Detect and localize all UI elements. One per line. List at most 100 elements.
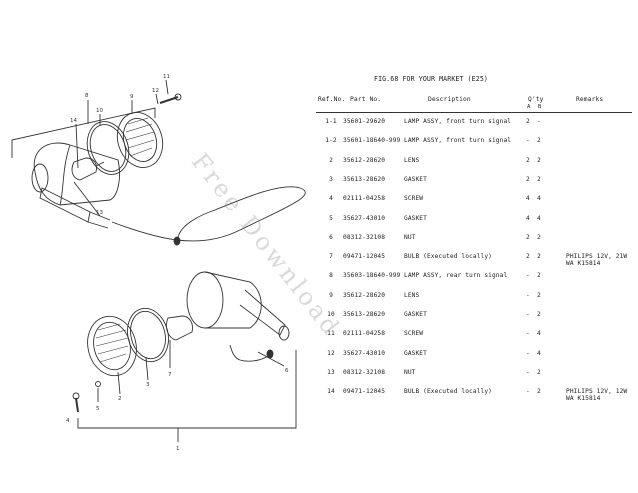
description-cell: LAMP ASSY, front turn signal bbox=[404, 137, 512, 145]
part-no-cell: 35612-28620 bbox=[343, 291, 386, 299]
description-cell: BULB (Executed locally) bbox=[404, 388, 492, 396]
description-cell: NUT bbox=[404, 233, 416, 241]
remarks-line-2: WA K15814 bbox=[566, 260, 601, 268]
ref-no-cell: 11 bbox=[327, 330, 335, 338]
callout-11: 11 bbox=[163, 74, 170, 80]
ref-no-cell: 6 bbox=[329, 233, 333, 241]
qty-b-cell: 2 bbox=[537, 156, 541, 164]
qty-b-cell: 2 bbox=[537, 233, 541, 241]
qty-a-cell: - bbox=[526, 137, 530, 145]
ref-no-cell: 9 bbox=[329, 291, 333, 299]
part-no-cell: 09471-12045 bbox=[343, 253, 386, 261]
callout-8-bracket bbox=[11, 107, 156, 158]
description-cell: LAMP ASSY, rear turn signal bbox=[404, 272, 508, 280]
callout-3: 3 bbox=[146, 382, 150, 388]
ref-no-cell: 12 bbox=[327, 349, 335, 357]
qty-a-cell: 2 bbox=[526, 175, 530, 183]
callout-1: 1 bbox=[176, 446, 180, 452]
top-wire bbox=[111, 186, 306, 242]
qty-a-cell: 2 bbox=[526, 253, 530, 261]
part-no-cell: 02111-04258 bbox=[343, 195, 386, 203]
description-cell: LENS bbox=[404, 291, 420, 299]
qty-b-cell: 2 bbox=[537, 311, 541, 318]
part-no-cell: 35613-28620 bbox=[343, 311, 386, 318]
bottom-lens bbox=[87, 315, 137, 377]
qty-a-cell: 2 bbox=[526, 233, 530, 241]
qty-a-cell: - bbox=[526, 388, 530, 396]
description-cell: GASKET bbox=[404, 214, 427, 222]
ref-no-cell: 2 bbox=[329, 156, 333, 164]
qty-b-cell: 2 bbox=[537, 175, 541, 183]
top-housing bbox=[33, 142, 121, 206]
part-no-cell: 08312-32108 bbox=[343, 368, 386, 376]
qty-a-cell: - bbox=[526, 368, 530, 376]
qty-b-cell: 2 bbox=[537, 388, 541, 396]
table-row: 1-1 35601-29620 LAMP ASSY, front turn sign… bbox=[316, 118, 632, 130]
qty-b-cell: 2 bbox=[537, 253, 541, 261]
callout-9: 9 bbox=[130, 94, 134, 100]
description-cell: SCREW bbox=[404, 195, 424, 203]
description-cell: LAMP ASSY, front turn signal bbox=[404, 118, 512, 125]
bottom-wire bbox=[229, 344, 269, 362]
ref-no-cell: 4 bbox=[329, 195, 333, 203]
qty-a-cell: 2 bbox=[526, 156, 530, 164]
callout-13: 13 bbox=[96, 210, 103, 216]
callout-8: 8 bbox=[85, 93, 89, 99]
description-cell: BULB (Executed locally) bbox=[404, 253, 492, 261]
header-part-no: Part No. bbox=[350, 96, 382, 103]
header-qty: Q'ty bbox=[528, 96, 544, 103]
qty-b-cell: - bbox=[537, 118, 541, 125]
qty-a-cell: 2 bbox=[526, 118, 530, 125]
qty-b-cell: 2 bbox=[537, 272, 541, 280]
remarks-line-2: WA K15814 bbox=[566, 395, 601, 403]
description-cell: GASKET bbox=[404, 349, 427, 357]
description-cell: GASKET bbox=[404, 311, 427, 318]
callout-12: 12 bbox=[152, 88, 159, 94]
qty-a-cell: 4 bbox=[526, 195, 530, 203]
qty-b-cell: 4 bbox=[537, 349, 541, 357]
ref-no-cell: 14 bbox=[327, 388, 335, 396]
qty-a-cell: - bbox=[526, 291, 530, 299]
qty-b-cell: 2 bbox=[537, 368, 541, 376]
qty-b-cell: 4 bbox=[537, 214, 541, 222]
table-row: 9 35612-28620 LENS -2 bbox=[316, 292, 632, 304]
top-gasket bbox=[86, 121, 130, 175]
ref-no-cell: 5 bbox=[329, 214, 333, 222]
part-no-cell: 35601-18640-999 bbox=[343, 137, 401, 145]
qty-a-cell: - bbox=[526, 272, 530, 280]
qty-b-cell: 2 bbox=[537, 291, 541, 299]
ref-no-cell: 3 bbox=[329, 175, 333, 183]
qty-a-cell: - bbox=[526, 311, 530, 318]
callout-1-bracket bbox=[77, 350, 297, 429]
parts-list: FIG.68 FOR YOUR MARKET (E25) Ref.No. Par… bbox=[316, 68, 634, 402]
top-bulb bbox=[71, 157, 97, 181]
qty-a-cell: 4 bbox=[526, 214, 530, 222]
qty-b-cell: 2 bbox=[537, 137, 541, 145]
remarks-line-1: PHILIPS 12V, 21W bbox=[566, 253, 628, 261]
qty-b-cell: 4 bbox=[537, 195, 541, 203]
bottom-screw bbox=[75, 397, 79, 413]
header-remarks: Remarks bbox=[576, 96, 604, 103]
callout-14: 14 bbox=[70, 118, 77, 124]
callout-5: 5 bbox=[96, 406, 100, 412]
part-no-cell: 08312-32108 bbox=[343, 233, 386, 241]
ref-no-cell: 1-1 bbox=[325, 118, 337, 125]
part-no-cell: 09471-12045 bbox=[343, 388, 386, 396]
header-divider bbox=[316, 112, 632, 113]
qty-b-cell: 4 bbox=[537, 330, 541, 338]
ref-no-cell: 13 bbox=[327, 368, 335, 376]
part-no-cell: 35601-29620 bbox=[343, 118, 386, 125]
figure-title: FIG.68 FOR YOUR MARKET (E25) bbox=[374, 75, 488, 83]
